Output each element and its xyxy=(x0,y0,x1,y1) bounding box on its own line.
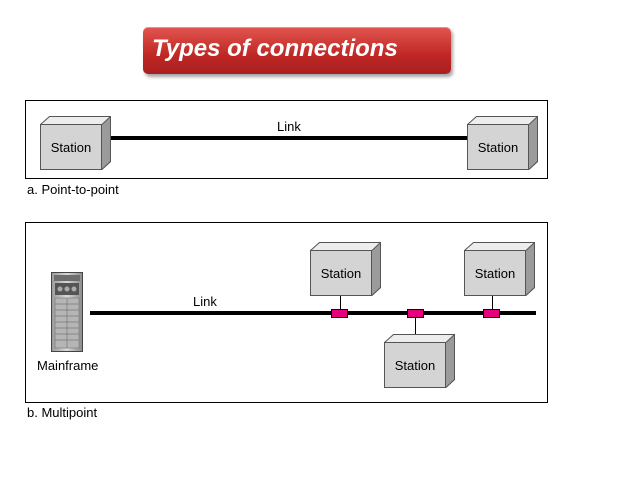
station-box-icon: Station xyxy=(310,242,381,296)
point-to-point-caption: a. Point-to-point xyxy=(27,182,119,197)
drop-line xyxy=(492,296,493,310)
station-label: Station xyxy=(50,140,92,155)
station-box-icon: Station xyxy=(467,116,538,170)
multipoint-link-label: Link xyxy=(193,294,217,309)
connector-icon xyxy=(483,309,500,318)
station-box-icon: Station xyxy=(464,242,535,296)
station-box-icon: Station xyxy=(384,334,455,388)
connector-icon xyxy=(407,309,424,318)
station-box-icon: Station xyxy=(40,116,111,170)
drop-line xyxy=(415,318,416,336)
title-banner: Types of connections xyxy=(143,27,451,74)
multipoint-caption: b. Multipoint xyxy=(27,405,98,420)
station-label: Station xyxy=(394,358,436,373)
multipoint-link-line xyxy=(90,311,536,315)
connector-icon xyxy=(331,309,348,318)
drop-line xyxy=(340,296,341,310)
mainframe-label: Mainframe xyxy=(37,358,99,373)
mainframe-icon xyxy=(51,272,83,352)
point-to-point-link-label: Link xyxy=(277,119,301,134)
station-label: Station xyxy=(474,266,516,281)
station-label: Station xyxy=(320,266,362,281)
slide-title: Types of connections xyxy=(152,35,398,62)
point-to-point-link-line xyxy=(101,136,468,140)
station-label: Station xyxy=(477,140,519,155)
